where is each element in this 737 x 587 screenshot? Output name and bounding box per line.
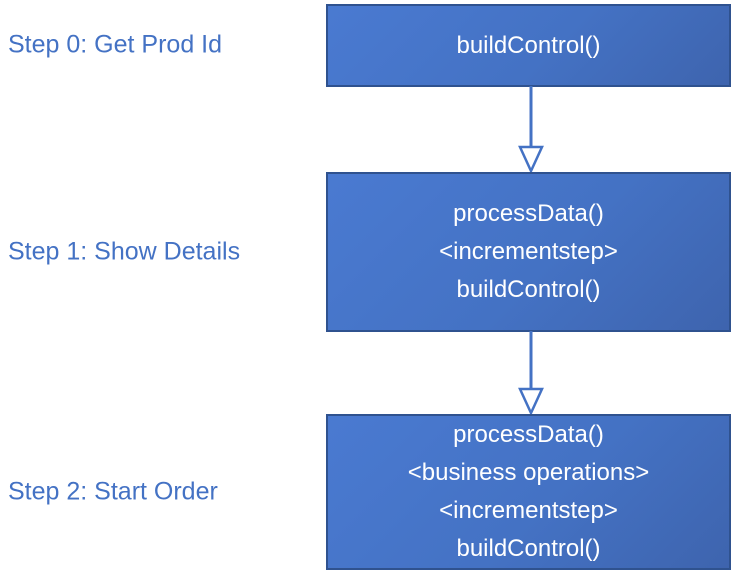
- box-line: buildControl(): [456, 535, 601, 562]
- step-2-label: Step 2: Start Order: [8, 477, 218, 506]
- step-1-label: Step 1: Show Details: [8, 237, 241, 266]
- box-line: processData(): [453, 421, 604, 448]
- box-line: <incrementstep>: [439, 238, 618, 265]
- arrow-connector-1-2: [511, 331, 551, 415]
- box-line: <business operations>: [407, 459, 650, 486]
- step-0-label: Step 0: Get Prod Id: [8, 30, 223, 59]
- down-arrow-icon: [518, 331, 544, 415]
- box-line: buildControl(): [456, 276, 601, 303]
- down-arrow-icon: [518, 86, 544, 173]
- step-2-box: processData() <business operations> <inc…: [326, 414, 731, 570]
- step-1-box: processData() <incrementstep> buildContr…: [326, 172, 731, 332]
- box-line: <incrementstep>: [439, 497, 618, 524]
- arrow-connector-0-1: [511, 86, 551, 173]
- box-line: processData(): [453, 200, 604, 227]
- box-line: buildControl(): [456, 31, 601, 59]
- step-0-box: buildControl(): [326, 4, 731, 87]
